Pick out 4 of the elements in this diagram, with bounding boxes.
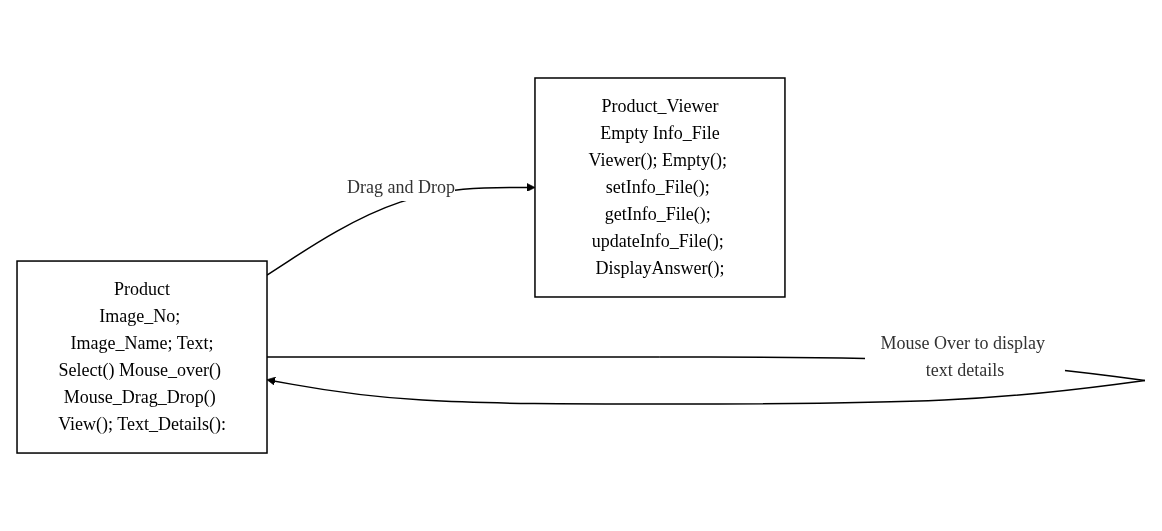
edge-label: Mouse Over to display text details (880, 333, 1045, 381)
node-box: Product_Viewer Empty Info_File Viewer(); Empty(); setInfo_File(); getInfo_File(); updateInfo_File(); DisplayAnswer(); (534, 77, 786, 298)
edge-label: Drag and Drop (346, 176, 455, 197)
node-box: Product Image_No; Image_Name; Text; Select() Mouse_over() Mouse_Drag_Drop() View(); Text_Details(): (16, 260, 268, 454)
